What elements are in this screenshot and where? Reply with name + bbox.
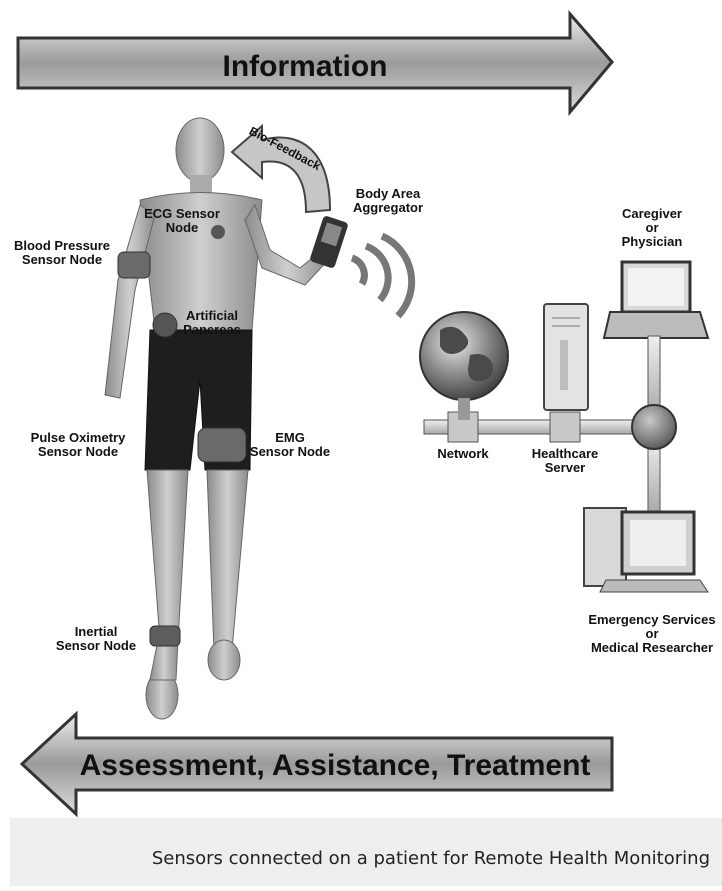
body-area-aggregator-icon xyxy=(309,215,349,269)
emergency-label-line3: Medical Researcher xyxy=(591,640,713,655)
emg-label-line1: EMG xyxy=(275,430,305,445)
information-arrow: Information xyxy=(18,14,612,112)
aggregator-label-line2: Aggregator xyxy=(353,200,423,215)
assessment-arrow: Assessment, Assistance, Treatment xyxy=(22,714,612,814)
globe-icon xyxy=(420,312,508,420)
hub-node-icon xyxy=(632,405,676,449)
aggregator-label-line1: Body Area xyxy=(356,186,421,201)
artificial-pancreas-icon xyxy=(153,313,177,337)
server-label-line2: Server xyxy=(545,460,585,475)
emg-sensor-icon xyxy=(198,428,246,462)
desktop-computer-icon xyxy=(584,508,708,592)
ecg-sensor-icon xyxy=(211,225,225,239)
caregiver-label-line3: Physician xyxy=(622,234,683,249)
inertial-label-line2: Sensor Node xyxy=(56,638,136,653)
blood-pressure-label-line2: Sensor Node xyxy=(22,252,102,267)
server-label-line1: Healthcare xyxy=(532,446,598,461)
blood-pressure-label-line1: Blood Pressure xyxy=(14,238,110,253)
server-icon xyxy=(544,304,588,410)
caregiver-label-line1: Caregiver xyxy=(622,206,682,221)
pancreas-label-line2: Pancreas xyxy=(183,322,241,337)
inertial-sensor-icon xyxy=(150,626,180,646)
emergency-label-line1: Emergency Services xyxy=(588,612,715,627)
pulse-oximetry-label-line2: Sensor Node xyxy=(38,444,118,459)
blood-pressure-sensor-icon xyxy=(118,252,150,278)
caregiver-label-line2: or xyxy=(646,220,659,235)
inertial-label-line1: Inertial xyxy=(75,624,118,639)
figure-caption: Sensors connected on a patient for Remot… xyxy=(152,848,710,869)
emergency-label-line2: or xyxy=(646,626,659,641)
ecg-label-line1: ECG Sensor xyxy=(144,206,220,221)
assessment-label: Assessment, Assistance, Treatment xyxy=(80,749,591,782)
pulse-oximetry-label-line1: Pulse Oximetry xyxy=(31,430,126,445)
network-label: Network xyxy=(437,446,489,461)
ecg-label-line2: Node xyxy=(166,220,199,235)
wireless-signal-icon xyxy=(352,236,412,316)
pancreas-label-line1: Artificial xyxy=(186,308,238,323)
information-label: Information xyxy=(223,50,388,83)
emg-label-line2: Sensor Node xyxy=(250,444,330,459)
laptop-icon xyxy=(604,262,708,338)
